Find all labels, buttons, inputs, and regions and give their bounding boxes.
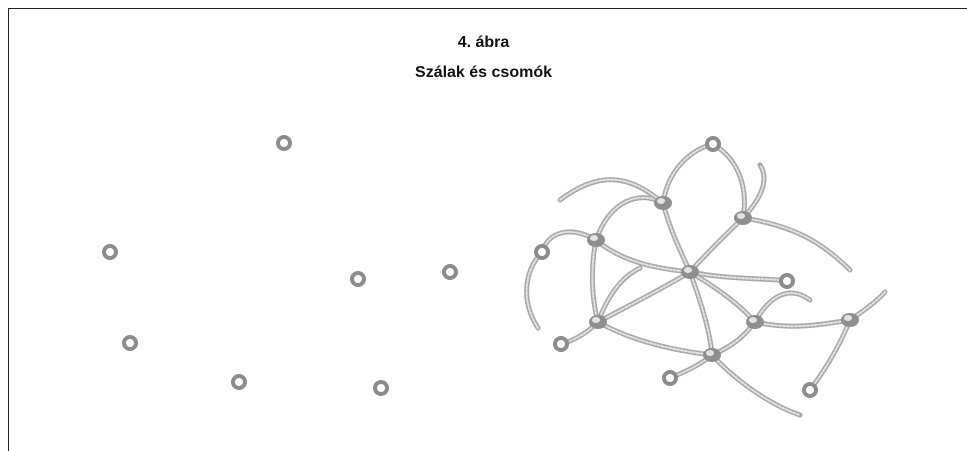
knot-7 — [746, 315, 764, 329]
knot-8 — [841, 313, 859, 327]
nodes — [102, 135, 818, 398]
separate-node-2 — [102, 244, 118, 260]
strand-5-texture — [689, 217, 744, 273]
separate-node-7 — [373, 380, 389, 396]
knot-1 — [654, 196, 672, 210]
strand-17 — [709, 319, 758, 358]
knot-2 — [734, 211, 752, 225]
strand-11-texture — [597, 271, 691, 323]
strand-12-texture — [689, 271, 713, 356]
strand-21-texture — [711, 354, 801, 416]
separate-node-6 — [231, 374, 247, 390]
strand-15 — [595, 319, 715, 358]
knot-6 — [703, 348, 721, 362]
separate-node-5 — [122, 335, 138, 351]
strand-1-texture — [662, 143, 714, 204]
connected-node-2 — [534, 244, 550, 260]
connected-node-5 — [662, 370, 678, 386]
knot-3 — [681, 265, 699, 279]
connected-node-3 — [779, 273, 795, 289]
knot-5 — [589, 315, 607, 329]
strand-21 — [709, 352, 803, 418]
figure-title: Szálak és csomók — [415, 64, 552, 81]
knot-4 — [587, 233, 605, 247]
strand-8-texture — [595, 239, 691, 273]
strand-2-texture — [712, 143, 746, 219]
connected-node-1 — [705, 136, 721, 152]
strand-15-texture — [597, 321, 713, 356]
strand-2 — [710, 141, 747, 221]
separate-node-3 — [350, 271, 366, 287]
strands — [524, 141, 888, 418]
strand-19 — [807, 317, 853, 393]
strand-23-texture — [559, 178, 664, 204]
figure-frame — [8, 8, 967, 451]
strand-3-texture — [595, 196, 664, 241]
connected-node-6 — [802, 382, 818, 398]
figure-number: 4. ábra — [457, 34, 510, 51]
strand-25-texture — [597, 267, 641, 323]
strand-4 — [660, 200, 693, 275]
separate-node-4 — [442, 264, 458, 280]
strand-26 — [752, 290, 813, 325]
strand-25 — [595, 265, 643, 325]
connected-node-4 — [553, 336, 569, 352]
strand-18-texture — [754, 319, 851, 328]
separate-node-1 — [276, 135, 292, 151]
strand-6 — [740, 215, 853, 273]
knots — [587, 196, 859, 362]
strand-6-texture — [742, 217, 851, 271]
strand-1 — [660, 141, 716, 206]
strand-26-texture — [754, 292, 811, 323]
